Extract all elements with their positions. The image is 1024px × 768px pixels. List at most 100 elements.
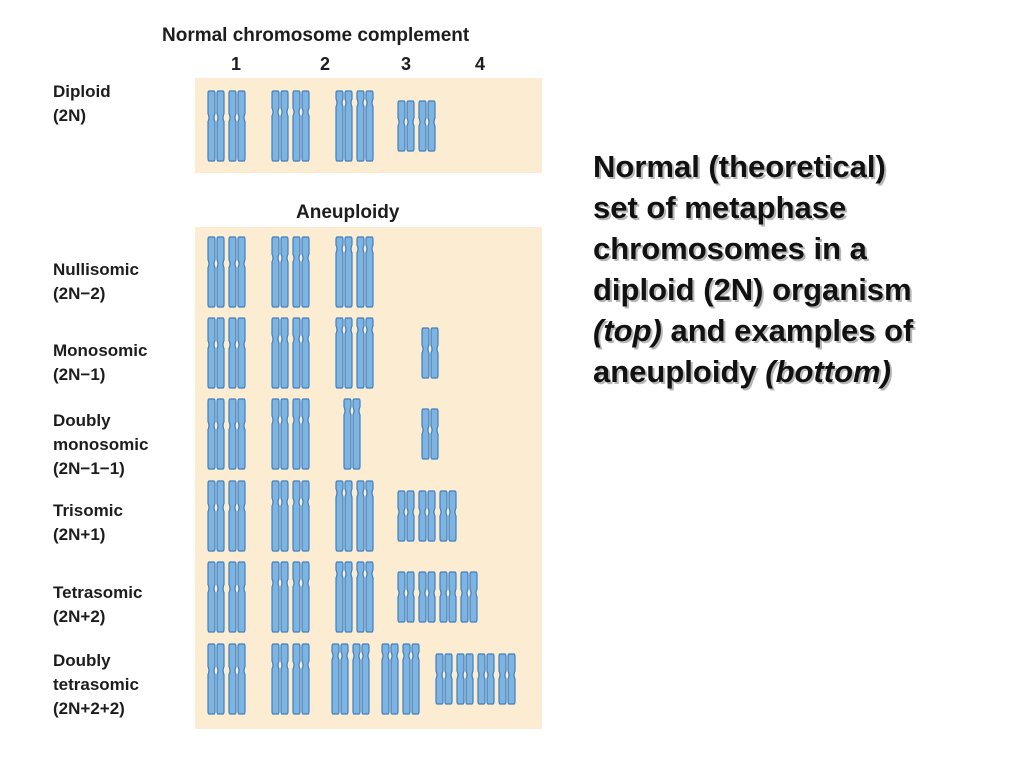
column-number-2: 2 <box>319 54 330 74</box>
chromosome-2 <box>292 398 310 470</box>
caption-line: chromosomes in a <box>593 231 867 266</box>
chromatid <box>486 653 495 705</box>
chromatid <box>427 490 436 542</box>
chromatid <box>271 480 280 552</box>
chromatid <box>237 480 246 552</box>
chromosome-3 <box>335 480 353 552</box>
row-name-line: tetrasomic <box>53 675 139 694</box>
chromatid <box>411 643 420 715</box>
chromatid <box>356 236 365 308</box>
chromosome-3 <box>335 90 353 162</box>
chromatid <box>292 317 301 389</box>
row-formula: (2N−2) <box>53 284 106 303</box>
chromosome-2 <box>292 317 310 389</box>
chromatid <box>280 90 289 162</box>
chromosome-1 <box>228 561 246 633</box>
chromatid <box>237 90 246 162</box>
chromatid <box>301 317 310 389</box>
chromatid <box>418 100 427 152</box>
chromosome-4 <box>397 571 415 623</box>
chromosome-4 <box>439 490 457 542</box>
chromatid <box>207 236 216 308</box>
chromatid <box>397 490 406 542</box>
chromatid <box>216 236 225 308</box>
chromatid <box>406 100 415 152</box>
chromosome-4 <box>397 100 415 152</box>
chromatid <box>344 317 353 389</box>
chromatid <box>271 561 280 633</box>
chromosome-1 <box>228 643 246 715</box>
chromatid <box>421 408 430 460</box>
chromatid <box>292 398 301 470</box>
chromatid <box>448 571 457 623</box>
chromosome-1 <box>207 90 225 162</box>
chromatid <box>344 90 353 162</box>
chromosome-1 <box>207 398 225 470</box>
chromosome-3 <box>381 643 399 715</box>
chromatid <box>444 653 453 705</box>
chromosome-3 <box>356 561 374 633</box>
chromatid <box>365 480 374 552</box>
chromatid <box>477 653 486 705</box>
chromatid <box>228 90 237 162</box>
chromatid <box>280 480 289 552</box>
chromosome-1 <box>207 236 225 308</box>
row-name: Diploid <box>53 82 111 101</box>
chromatid <box>301 398 310 470</box>
chromatid <box>402 643 411 715</box>
row-name-line: Doubly <box>53 651 111 670</box>
caption-line: diploid (2N) organism <box>593 272 912 307</box>
caption-text: aneuploidy <box>593 354 766 389</box>
chromatid <box>439 571 448 623</box>
row-formula: (2N) <box>53 106 87 125</box>
chromatid <box>292 236 301 308</box>
chromatid <box>331 643 340 715</box>
row-label-doubly-tetrasomic: Doubly tetrasomic (2N+2+2) <box>53 649 139 721</box>
chromatid <box>216 398 225 470</box>
chromosome-2 <box>292 90 310 162</box>
chromatid <box>207 398 216 470</box>
chromatid <box>460 571 469 623</box>
chromatid <box>397 100 406 152</box>
caption-line: Normal (theoretical) <box>593 149 886 184</box>
chromatid <box>292 643 301 715</box>
chromatid <box>344 480 353 552</box>
chromatid <box>498 653 507 705</box>
chromosome-3 <box>343 398 361 470</box>
chromatid <box>421 327 430 379</box>
chromatid <box>397 571 406 623</box>
chromatid <box>344 561 353 633</box>
row-label-nullisomic: Nullisomic (2N−2) <box>53 258 139 306</box>
chromosome-2 <box>271 90 289 162</box>
row-label-monosomic: Monosomic (2N−1) <box>53 339 147 387</box>
chromosome-3 <box>352 643 370 715</box>
chromosome-3 <box>356 90 374 162</box>
chromatid <box>340 643 349 715</box>
chromatid <box>216 561 225 633</box>
chromatid <box>335 317 344 389</box>
caption-line: set of metaphase <box>593 190 847 225</box>
chromatid <box>280 643 289 715</box>
chromatid <box>456 653 465 705</box>
chromosome-4 <box>477 653 495 705</box>
chromatid <box>381 643 390 715</box>
chromatid <box>356 480 365 552</box>
chromosome-2 <box>292 480 310 552</box>
chromosome-3 <box>356 480 374 552</box>
chromosome-1 <box>228 480 246 552</box>
chromosome-2 <box>292 643 310 715</box>
chromatid <box>406 490 415 542</box>
row-name: Nullisomic <box>53 260 139 279</box>
row-label-diploid: Diploid (2N) <box>53 80 111 128</box>
chromatid <box>507 653 516 705</box>
normal-complement-heading: Normal chromosome complement <box>162 25 470 46</box>
chromosome-2 <box>271 236 289 308</box>
chromatid <box>216 480 225 552</box>
chromatid <box>361 643 370 715</box>
chromatid <box>469 571 478 623</box>
chromosome-1 <box>228 236 246 308</box>
chromosome-3 <box>335 317 353 389</box>
chromatid <box>301 561 310 633</box>
chromatid <box>237 317 246 389</box>
chromosome-2 <box>271 480 289 552</box>
